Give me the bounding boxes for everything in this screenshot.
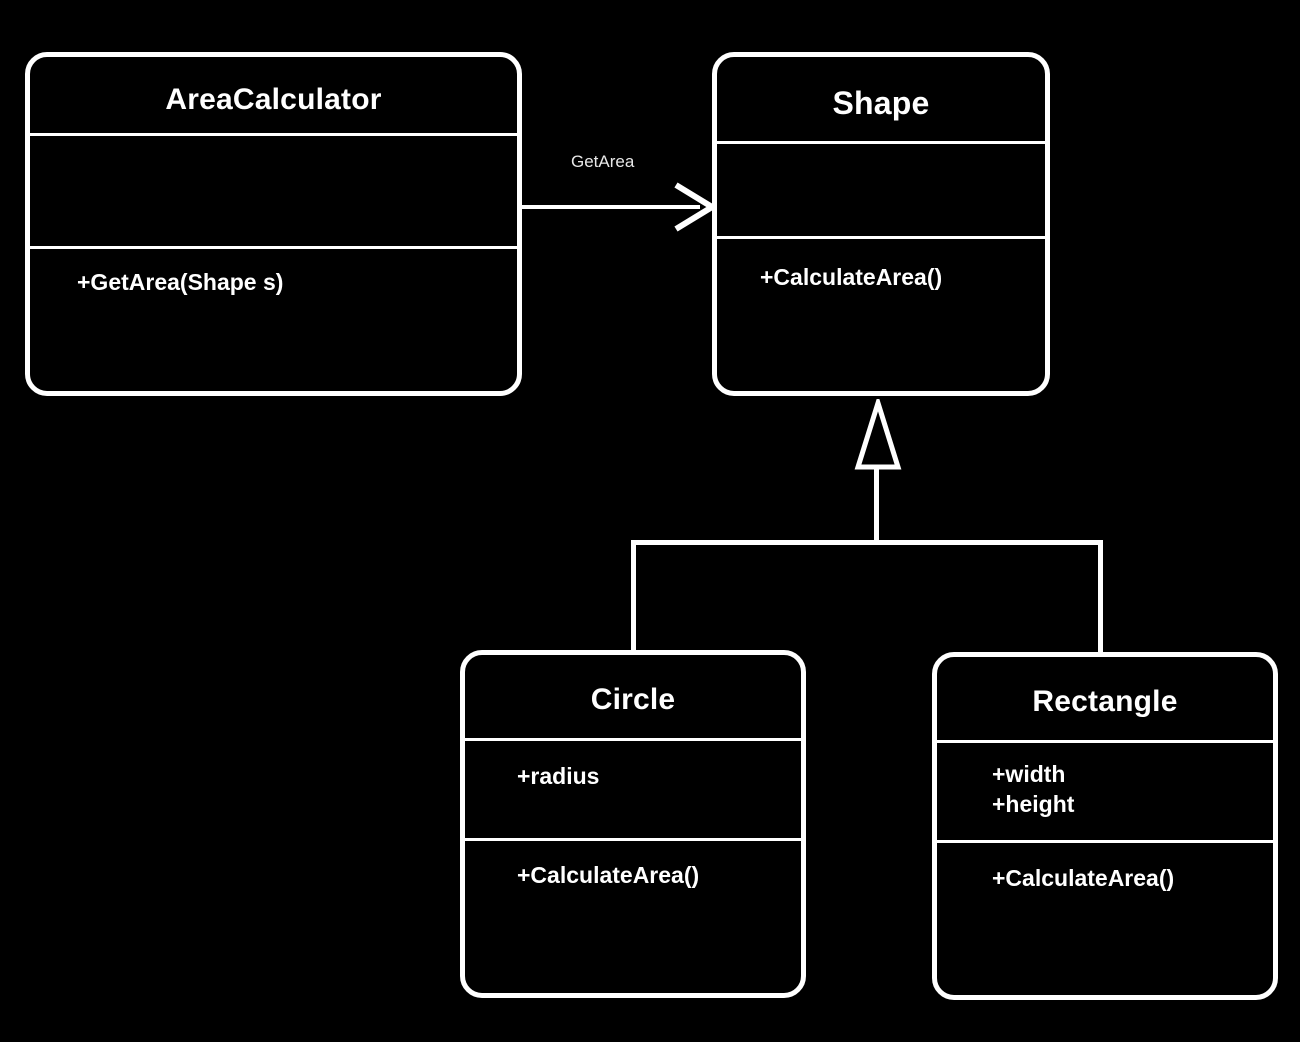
compartment-divider-methods	[717, 236, 1045, 239]
class-box-areacalculator[interactable]: AreaCalculator +GetArea(Shape s)	[25, 52, 522, 396]
generalization-branch-bar	[631, 540, 1103, 545]
compartment-divider-attributes	[465, 738, 801, 741]
compartment-divider-methods	[937, 840, 1273, 843]
compartment-divider-methods	[30, 246, 517, 249]
compartment-divider-attributes	[937, 740, 1273, 743]
class-attribute-width: +width	[992, 761, 1066, 787]
class-method-getarea: +GetArea(Shape s)	[77, 269, 284, 295]
association-label-getarea: GetArea	[571, 152, 635, 171]
generalization-branch-to-circle	[631, 540, 636, 652]
class-attribute-height: +height	[992, 791, 1075, 817]
class-name-circle: Circle	[590, 683, 676, 716]
class-name-shape: Shape	[832, 85, 930, 121]
class-box-shape[interactable]: Shape +CalculateArea()	[712, 52, 1050, 396]
class-method-calculatearea: +CalculateArea()	[992, 865, 1175, 891]
class-name-areacalculator: AreaCalculator	[165, 83, 382, 116]
association-line-areacalculator-shape	[522, 205, 700, 209]
class-attribute-radius: +radius	[517, 763, 600, 789]
class-method-calculatearea: +CalculateArea()	[517, 862, 700, 888]
class-name-rectangle: Rectangle	[1032, 685, 1178, 718]
compartment-divider-attributes	[717, 141, 1045, 144]
class-method-calculatearea: +CalculateArea()	[760, 264, 943, 290]
class-box-circle[interactable]: Circle +radius +CalculateArea()	[460, 650, 806, 998]
open-arrowhead-icon	[674, 182, 716, 232]
compartment-divider-attributes	[30, 133, 517, 136]
hollow-triangle-arrowhead-icon	[854, 399, 902, 470]
compartment-divider-methods	[465, 838, 801, 841]
generalization-stem-line	[874, 466, 879, 544]
class-box-rectangle[interactable]: Rectangle +width +height +CalculateArea(…	[932, 652, 1278, 1000]
generalization-branch-to-rectangle	[1098, 540, 1103, 654]
